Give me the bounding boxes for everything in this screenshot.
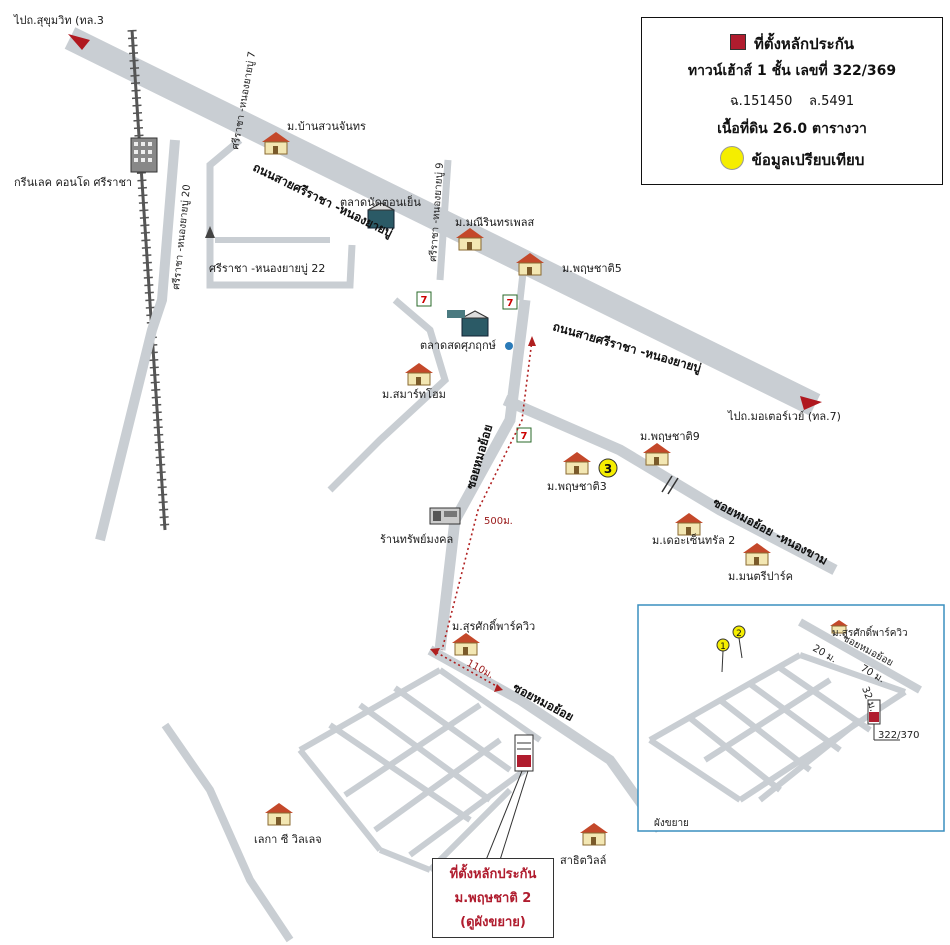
soi-20-road — [95, 139, 180, 542]
route-arrow-icon — [528, 336, 536, 346]
soi-22-label: ศรีราชา -หนองยายบู่ 22 — [209, 262, 325, 275]
svg-text:1: 1 — [720, 642, 726, 652]
svg-text:7: 7 — [521, 431, 528, 442]
pruksa-3-label: ม.พฤษชาติ3 — [547, 480, 607, 493]
lower-left-road — [161, 722, 294, 943]
house-icon — [262, 132, 290, 155]
legend-property-line: ทาวน์เฮ้าส์ 1 ชั้น เลขที่ 322/369 — [687, 63, 897, 79]
road-network — [64, 27, 838, 943]
pruksa-9-label: ม.พฤษชาติ9 — [640, 430, 700, 443]
house-icon — [580, 823, 608, 846]
callout-line-2: ม.พฤษชาติ 2 — [454, 891, 532, 906]
suksak-label: ม.สุรศักดิ์พาร์ควิว — [452, 618, 535, 633]
market-icon — [367, 202, 395, 229]
comparison-circle-icon — [719, 146, 744, 170]
route-arrow-icon — [430, 648, 440, 656]
village-streets — [297, 667, 542, 873]
laguna-label: เลกา ซี วิลเลจ — [254, 833, 322, 846]
legend-box: ที่ตั้งหลักประกัน ทาวน์เฮ้าส์ 1 ชั้น เลข… — [641, 17, 943, 185]
condo-building-icon — [130, 137, 158, 173]
to-motorway-label: ไปถ.มอเตอร์เวย์ (ทล.7) — [727, 410, 841, 423]
inset-place-label: ม.สุรศักดิ์พาร์ควิว — [832, 625, 908, 639]
house-icon — [643, 443, 671, 466]
soi-mor-yoi-lower-road — [427, 645, 665, 833]
inset-house-no: 322/370 — [878, 730, 920, 741]
arrow-east-icon — [800, 396, 822, 410]
svg-text:7: 7 — [421, 295, 428, 306]
house-icon — [405, 363, 433, 386]
smart-home-label: ม.สมาร์ทโฮม — [382, 387, 446, 401]
house-icons — [262, 132, 771, 846]
inset-house-icon — [830, 620, 848, 634]
baan-suan-chan-label: ม.บ้านสวนจันทร — [287, 120, 366, 133]
house-icon — [456, 228, 484, 251]
to-sukhumvit-label: ไปถ.สุขุมวิท (ทล.3 — [13, 14, 104, 27]
collateral-square-icon — [729, 34, 746, 50]
green-lake-label: กรีนเลค คอนโด ศรีราชา — [14, 175, 132, 189]
collateral-marker — [485, 734, 534, 861]
route-arrow-icon — [494, 684, 503, 692]
montri-park-label: ม.มนตรีปาร์ค — [728, 570, 793, 583]
inset-plan: 322/370 1 2 ม.สุรศักดิ์พาร์ควิว ซอยหมอย้… — [637, 604, 945, 832]
house-icon — [743, 543, 771, 566]
legend-comparison-label: ข้อมูลเปรียบเทียบ — [751, 151, 865, 169]
distance-500-label: 500ม. — [484, 516, 513, 527]
comparison-marker-3: 3 — [598, 458, 618, 478]
legend-collateral-title: ที่ตั้งหลักประกัน — [753, 35, 855, 53]
seven-eleven-icon: 7 — [502, 294, 518, 310]
svg-text:3: 3 — [604, 462, 612, 476]
seven-eleven-icon: 7 — [516, 427, 532, 443]
house-icon — [563, 452, 591, 475]
distance-route — [441, 339, 533, 651]
house-icon — [675, 513, 703, 536]
callout-line-3: (ดูผังขยาย) — [460, 915, 526, 930]
smart-home-road — [327, 297, 449, 493]
soi-mor-yoi-road — [434, 299, 531, 651]
manee-rin-label: ม.มณีรินทรเพลส — [455, 216, 535, 229]
soi-9-road — [436, 159, 452, 281]
shop-icon — [429, 507, 461, 525]
info-logo-icon — [505, 342, 513, 350]
legend-land-no: ล.5491 — [808, 94, 855, 109]
inset-marker-2: 2 — [732, 625, 746, 659]
railway-ties — [127, 29, 170, 531]
arrow-northwest-icon — [68, 34, 90, 50]
collateral-callout: ที่ตั้งหลักประกัน ม.พฤษชาติ 2 (ดูผังขยาย… — [432, 858, 554, 938]
svg-text:2: 2 — [736, 629, 742, 639]
talad-nat-label: ตลาดนัดตอนเย็น — [340, 195, 421, 209]
talad-sod-label: ตลาดสดศุภฤกษ์ — [420, 339, 496, 352]
sathit-label: สาธิตวิลล์ — [560, 854, 606, 867]
inset-label: ผังขยาย — [654, 818, 689, 829]
soi-mor-yoi-nong-kham-label: ซอยหมอย้อย -หนองขาม — [711, 495, 830, 567]
inset-marker-1: 1 — [716, 638, 730, 673]
bridge-icon — [661, 475, 679, 495]
legend-deed-row: ฉ.151450 ล.5491 — [642, 90, 942, 111]
arrow-up-soi22-icon — [205, 226, 215, 238]
svg-text:7: 7 — [507, 298, 514, 309]
legend-collateral-row: ที่ตั้งหลักประกัน — [642, 32, 942, 56]
legend-comparison-row: ข้อมูลเปรียบเทียบ — [642, 146, 942, 172]
rantap-label: ร้านทรัพย์มงคล — [380, 533, 453, 546]
seven-eleven-icon: 7 — [416, 291, 432, 307]
pruksa-5-label: ม.พฤษชาติ5 — [562, 262, 622, 275]
house-icon — [452, 633, 480, 656]
soi-7-road — [206, 137, 356, 289]
legend-deed-no: ฉ.151450 — [729, 94, 793, 109]
legend-land-area: เนื้อที่ดิน 26.0 ตารางวา — [717, 121, 867, 137]
house-icon — [516, 253, 544, 276]
house-icon — [265, 803, 293, 826]
the-central-2-label: ม.เดอะเซ็นทรัล 2 — [652, 533, 735, 547]
market-icon — [461, 310, 489, 337]
bank-sign-icon — [447, 310, 465, 318]
callout-line-1: ที่ตั้งหลักประกัน — [449, 867, 537, 882]
